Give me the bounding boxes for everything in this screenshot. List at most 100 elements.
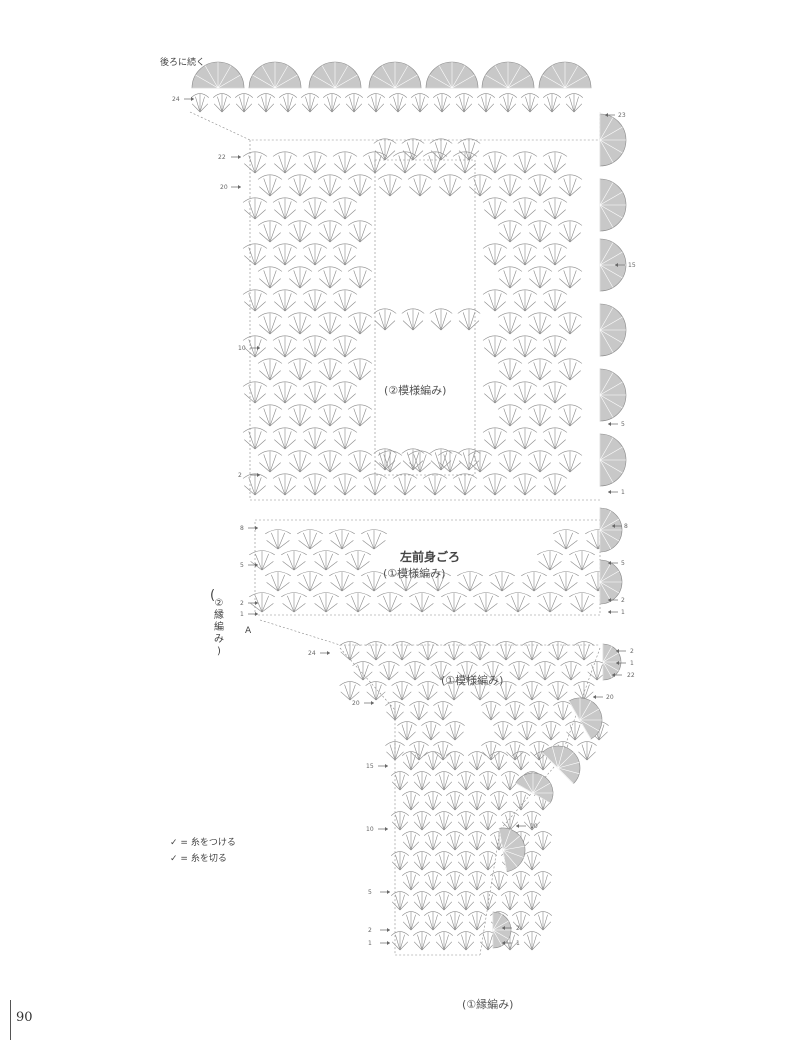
stitch-mark: [538, 874, 544, 891]
stitch-mark: [409, 664, 416, 681]
stitch-mark: [563, 316, 571, 335]
stitch-mark: [569, 186, 581, 197]
stitch-mark: [565, 582, 578, 592]
stitch-mark: [422, 731, 432, 741]
stitch-mark: [422, 644, 429, 661]
stitch-mark: [314, 293, 322, 312]
stitch-mark: [542, 197, 568, 203]
stitch-mark: [472, 754, 478, 771]
stitch-mark: [254, 485, 266, 496]
stitch-mark: [248, 431, 256, 450]
stitch-mark: [257, 266, 283, 272]
shell-rib: [532, 782, 551, 794]
stitch-mark: [254, 201, 262, 220]
stitch-mark: [463, 103, 473, 113]
stitch-mark: [522, 651, 533, 661]
stitch-mark: [562, 704, 569, 721]
stitch-mark: [487, 781, 497, 791]
stitch-mark: [506, 711, 516, 721]
stitch-mark: [468, 921, 478, 931]
shell-rib: [502, 849, 508, 872]
stitch-mark: [391, 861, 401, 871]
stitch-mark: [557, 691, 568, 701]
stitch-mark: [514, 393, 526, 404]
stitch-mark: [501, 582, 514, 592]
stitch-mark: [301, 103, 311, 113]
stitch-mark: [293, 316, 301, 335]
stitch-mark: [531, 934, 537, 951]
shell-rib: [599, 126, 623, 141]
stitch-mark: [378, 312, 386, 331]
stitch-mark: [499, 370, 511, 381]
stitch-mark: [527, 174, 553, 180]
stitch-mark: [277, 582, 290, 592]
stitch-mark: [410, 914, 416, 931]
stitch-mark: [412, 312, 420, 331]
stitch-mark: [289, 186, 301, 197]
stitch-mark: [421, 941, 431, 951]
stitch-mark: [542, 731, 552, 741]
stitch-mark: [417, 854, 423, 871]
stitch-mark: [390, 931, 410, 936]
stitch-mark: [401, 684, 408, 701]
stitch-mark: [278, 339, 286, 358]
stitch-mark: [454, 921, 464, 931]
shell-rib: [557, 746, 564, 769]
stitch-mark: [314, 201, 322, 220]
stitch-mark: [442, 711, 452, 721]
stitch-mark: [488, 385, 496, 404]
stitch-mark: [522, 811, 542, 816]
stitch-mark: [277, 532, 285, 550]
stitch-mark: [569, 278, 581, 289]
stitch-mark: [221, 96, 227, 113]
shell-rib: [532, 792, 553, 794]
stitch-mark: [365, 681, 387, 686]
stitch-mark: [531, 651, 542, 661]
stitch-mark: [535, 671, 546, 681]
stitch-mark: [383, 595, 391, 613]
shell-rib: [502, 845, 525, 851]
stitch-mark: [533, 270, 541, 289]
stitch-mark: [269, 232, 281, 243]
stitch-mark: [266, 540, 279, 550]
stitch-mark: [413, 454, 421, 473]
stitch-mark: [465, 934, 471, 951]
stitch-mark: [430, 731, 440, 741]
stitch-mark: [383, 664, 390, 681]
stitch-mark: [581, 603, 594, 613]
stitch-mark: [469, 681, 491, 686]
stitch-mark: [257, 103, 267, 113]
stitch-mark: [554, 385, 562, 404]
stitch-mark: [497, 404, 523, 410]
stitch-mark: [449, 462, 461, 473]
stitch-mark: [586, 540, 599, 550]
stitch-mark: [490, 761, 500, 771]
stitch-mark: [239, 96, 245, 113]
stitch-mark: [482, 289, 508, 295]
stitch-mark: [443, 861, 453, 871]
shell-rib: [429, 74, 453, 89]
stitch-mark: [476, 761, 486, 771]
stitch-mark: [323, 103, 333, 113]
stitch-mark: [265, 529, 291, 535]
stitch-mark: [542, 427, 568, 433]
stitch-mark: [562, 711, 572, 721]
panel-edge: [339, 647, 480, 956]
stitch-mark: [454, 485, 466, 496]
stitch-mark: [553, 529, 579, 535]
stitch-mark: [468, 761, 478, 771]
stitch-mark: [397, 721, 417, 726]
stitch-mark: [440, 320, 452, 331]
stitch-mark: [287, 266, 313, 272]
stitch-mark: [298, 540, 311, 550]
stitch-mark: [534, 921, 544, 931]
stitch-mark: [338, 293, 346, 312]
stitch-mark: [557, 312, 583, 318]
shell-rib: [579, 719, 592, 740]
row-num: 2: [240, 600, 244, 607]
stitch-mark: [550, 731, 560, 741]
stitch-mark: [421, 861, 431, 871]
stitch-mark: [417, 774, 423, 791]
row-num: 20: [352, 700, 360, 707]
stitch-mark: [505, 592, 531, 598]
